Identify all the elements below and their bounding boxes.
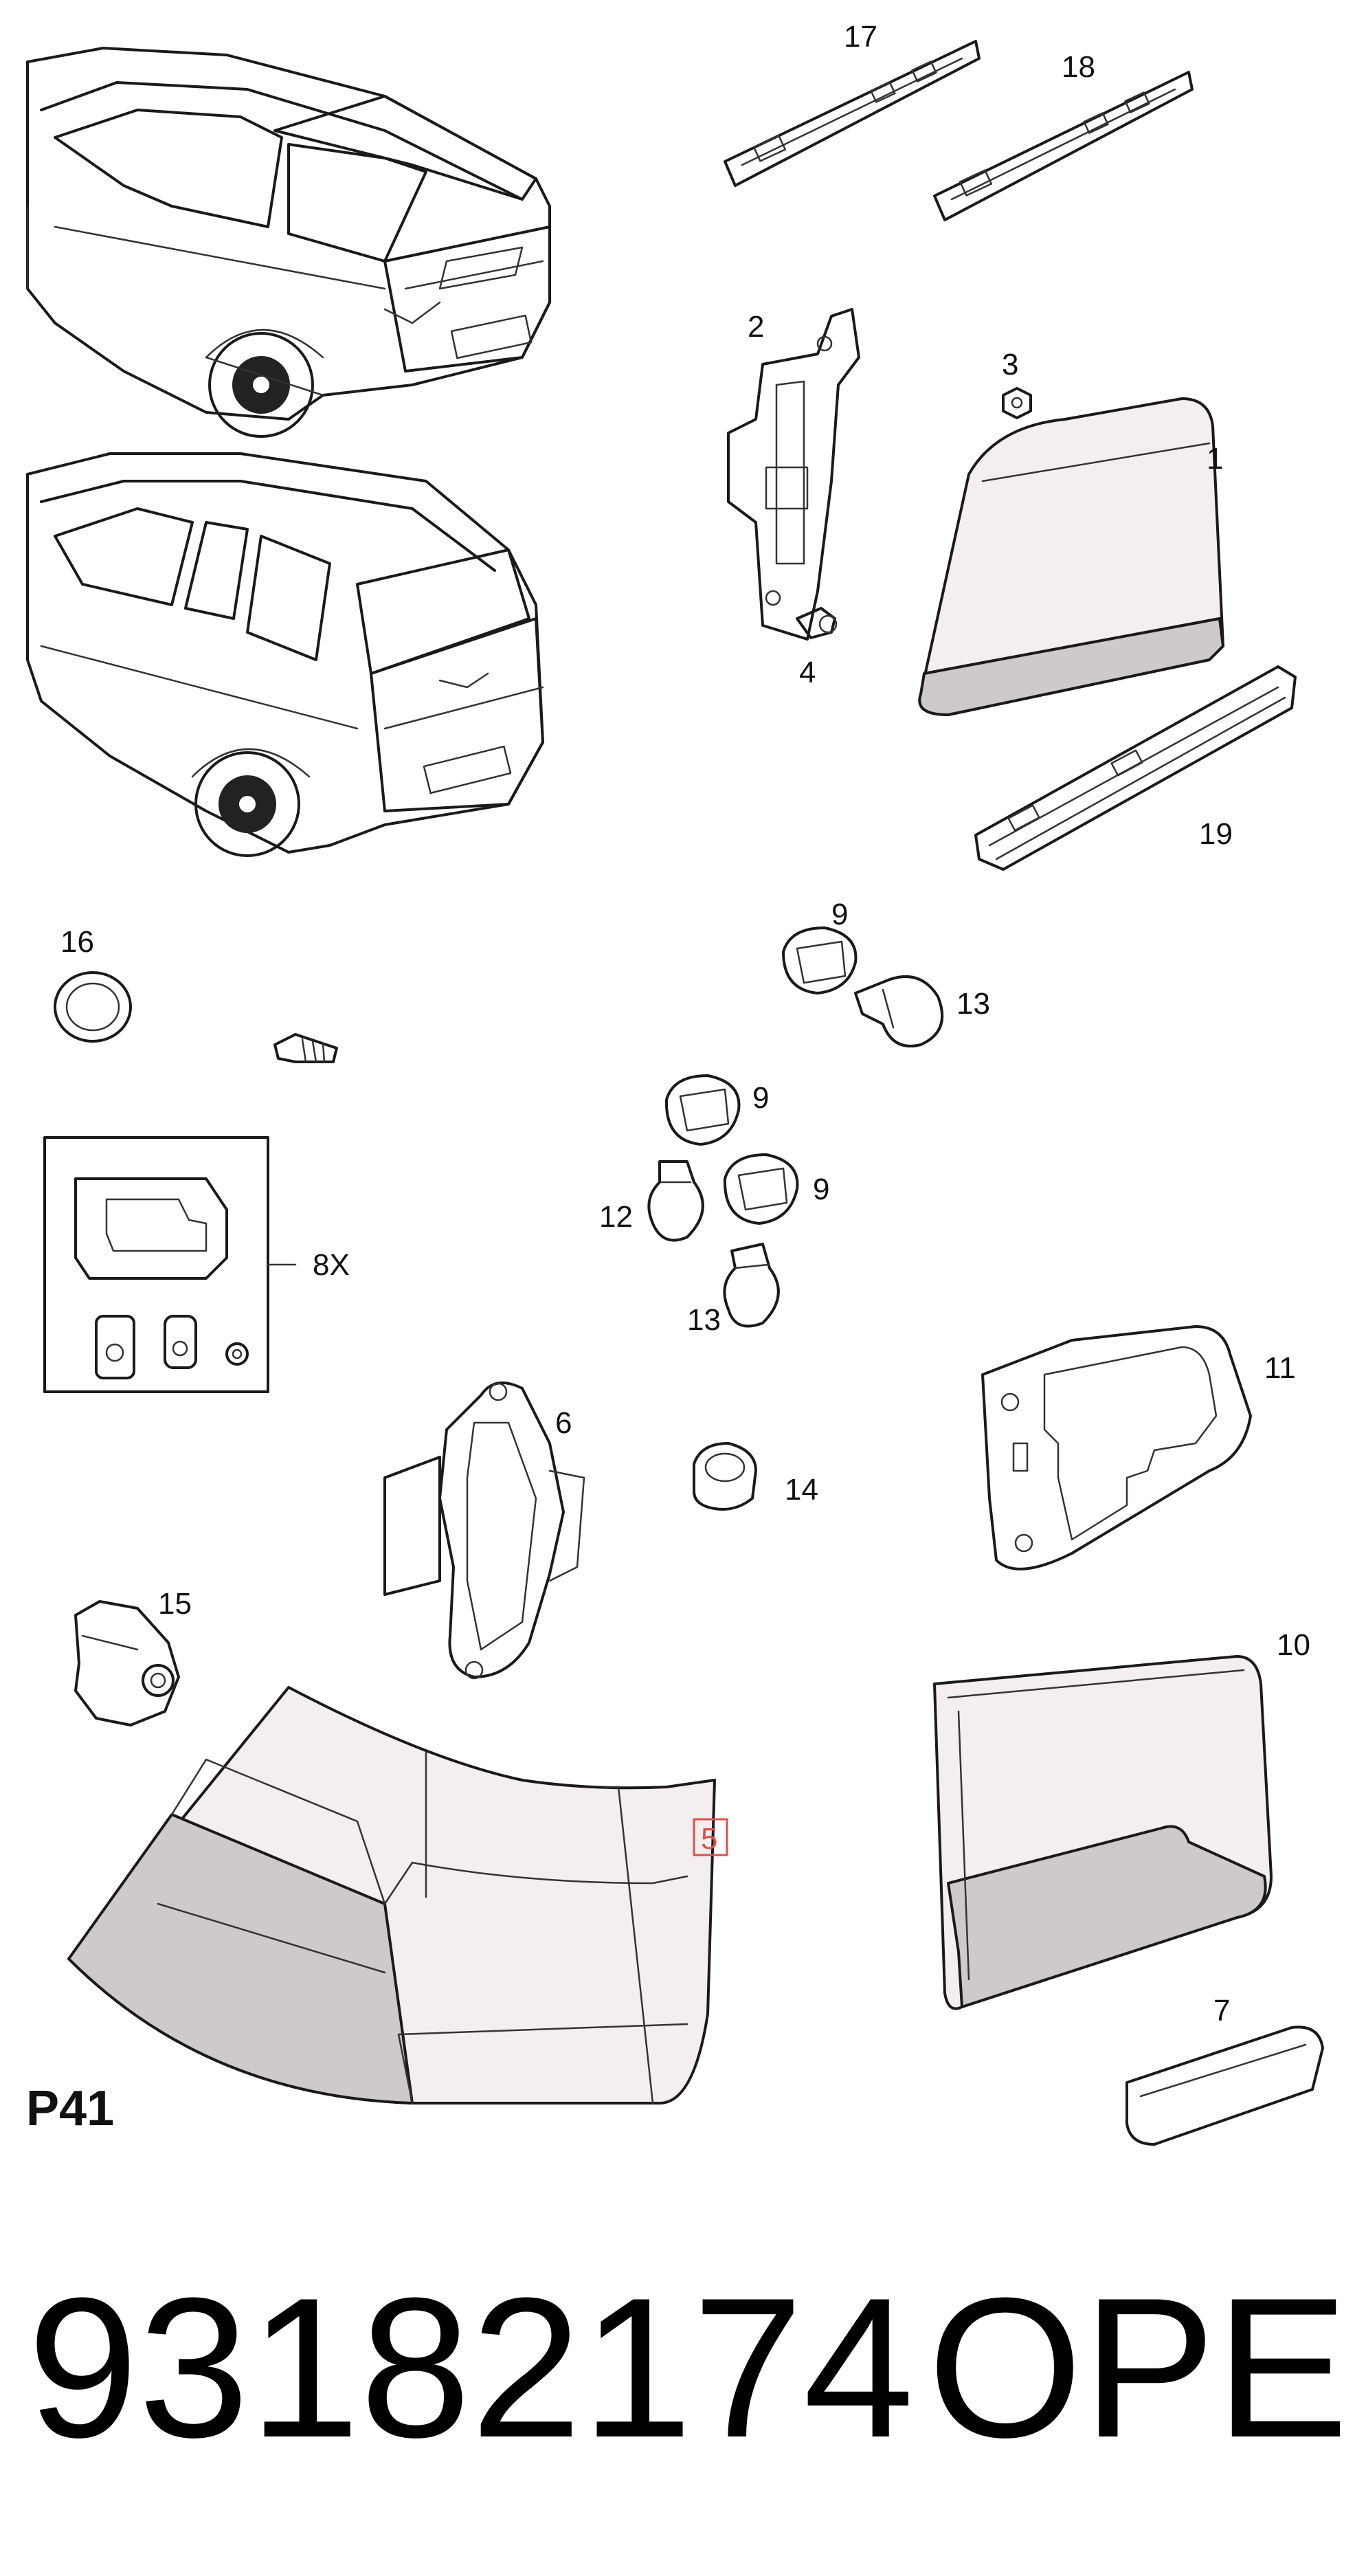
callout-5: 5: [701, 1822, 717, 1856]
part-9-bulb-socket-right: [723, 1153, 799, 1225]
part-1-tail-lamp: [918, 397, 1224, 716]
part-3-nut: [1002, 387, 1032, 419]
callout-13-bottom: 13: [687, 1303, 721, 1337]
part-18-light-strip: [933, 71, 1194, 221]
callout-12: 12: [599, 1200, 633, 1234]
callout-10: 10: [1277, 1628, 1310, 1662]
callout-17: 17: [844, 20, 877, 54]
wagon-illustration: [26, 452, 544, 857]
part-11-gasket: [981, 1325, 1252, 1570]
brand-name: OPEL: [928, 2256, 1355, 2479]
sedan-illustration: [26, 47, 551, 438]
part-13-bulb-top: [854, 975, 944, 1047]
part-14-nut: [693, 1442, 757, 1511]
callout-11: 11: [1264, 1351, 1296, 1385]
part-12-bulb: [647, 1160, 704, 1242]
callout-9-right: 9: [813, 1173, 829, 1206]
callout-4: 4: [799, 656, 816, 689]
part-8x-seal-kit-box: [43, 1136, 297, 1393]
part-17-light-strip: [724, 40, 981, 187]
screw-fastener: [273, 1033, 338, 1063]
part-2-bracket: [727, 308, 860, 641]
part-15-bracket: [74, 1600, 180, 1726]
part-9-bulb-socket-mid: [664, 1074, 741, 1146]
part-5-tail-lamp: [67, 1686, 716, 2105]
callout-5-highlight-box: [693, 1818, 728, 1856]
callout-1: 1: [1207, 442, 1223, 476]
callout-18: 18: [1062, 50, 1095, 84]
page-code: P41: [26, 2081, 114, 2136]
callout-14: 14: [785, 1473, 818, 1507]
callout-16: 16: [60, 925, 94, 959]
callout-7: 7: [1213, 1994, 1230, 2028]
part-19-brake-light: [974, 665, 1297, 871]
callout-9-top: 9: [831, 898, 848, 931]
callout-6: 6: [555, 1406, 572, 1440]
part-16-grommet: [54, 971, 132, 1043]
part-10-inner-lamp: [933, 1655, 1273, 2010]
callout-15: 15: [158, 1587, 192, 1621]
part-4-bulb: [796, 607, 838, 639]
callout-13-top: 13: [956, 987, 990, 1021]
callout-8x: 8X: [313, 1248, 350, 1282]
part-7-small-lamp: [1126, 2025, 1324, 2146]
callout-3: 3: [1002, 348, 1018, 381]
part-13-bulb-bottom: [723, 1243, 780, 1328]
callout-2: 2: [748, 310, 764, 344]
part-number: 93182174: [27, 2256, 914, 2479]
part-9-bulb-socket-top: [782, 926, 858, 995]
callout-19: 19: [1199, 817, 1233, 851]
callout-9-mid: 9: [752, 1081, 769, 1115]
part-6-bulb-carrier: [383, 1381, 585, 1680]
